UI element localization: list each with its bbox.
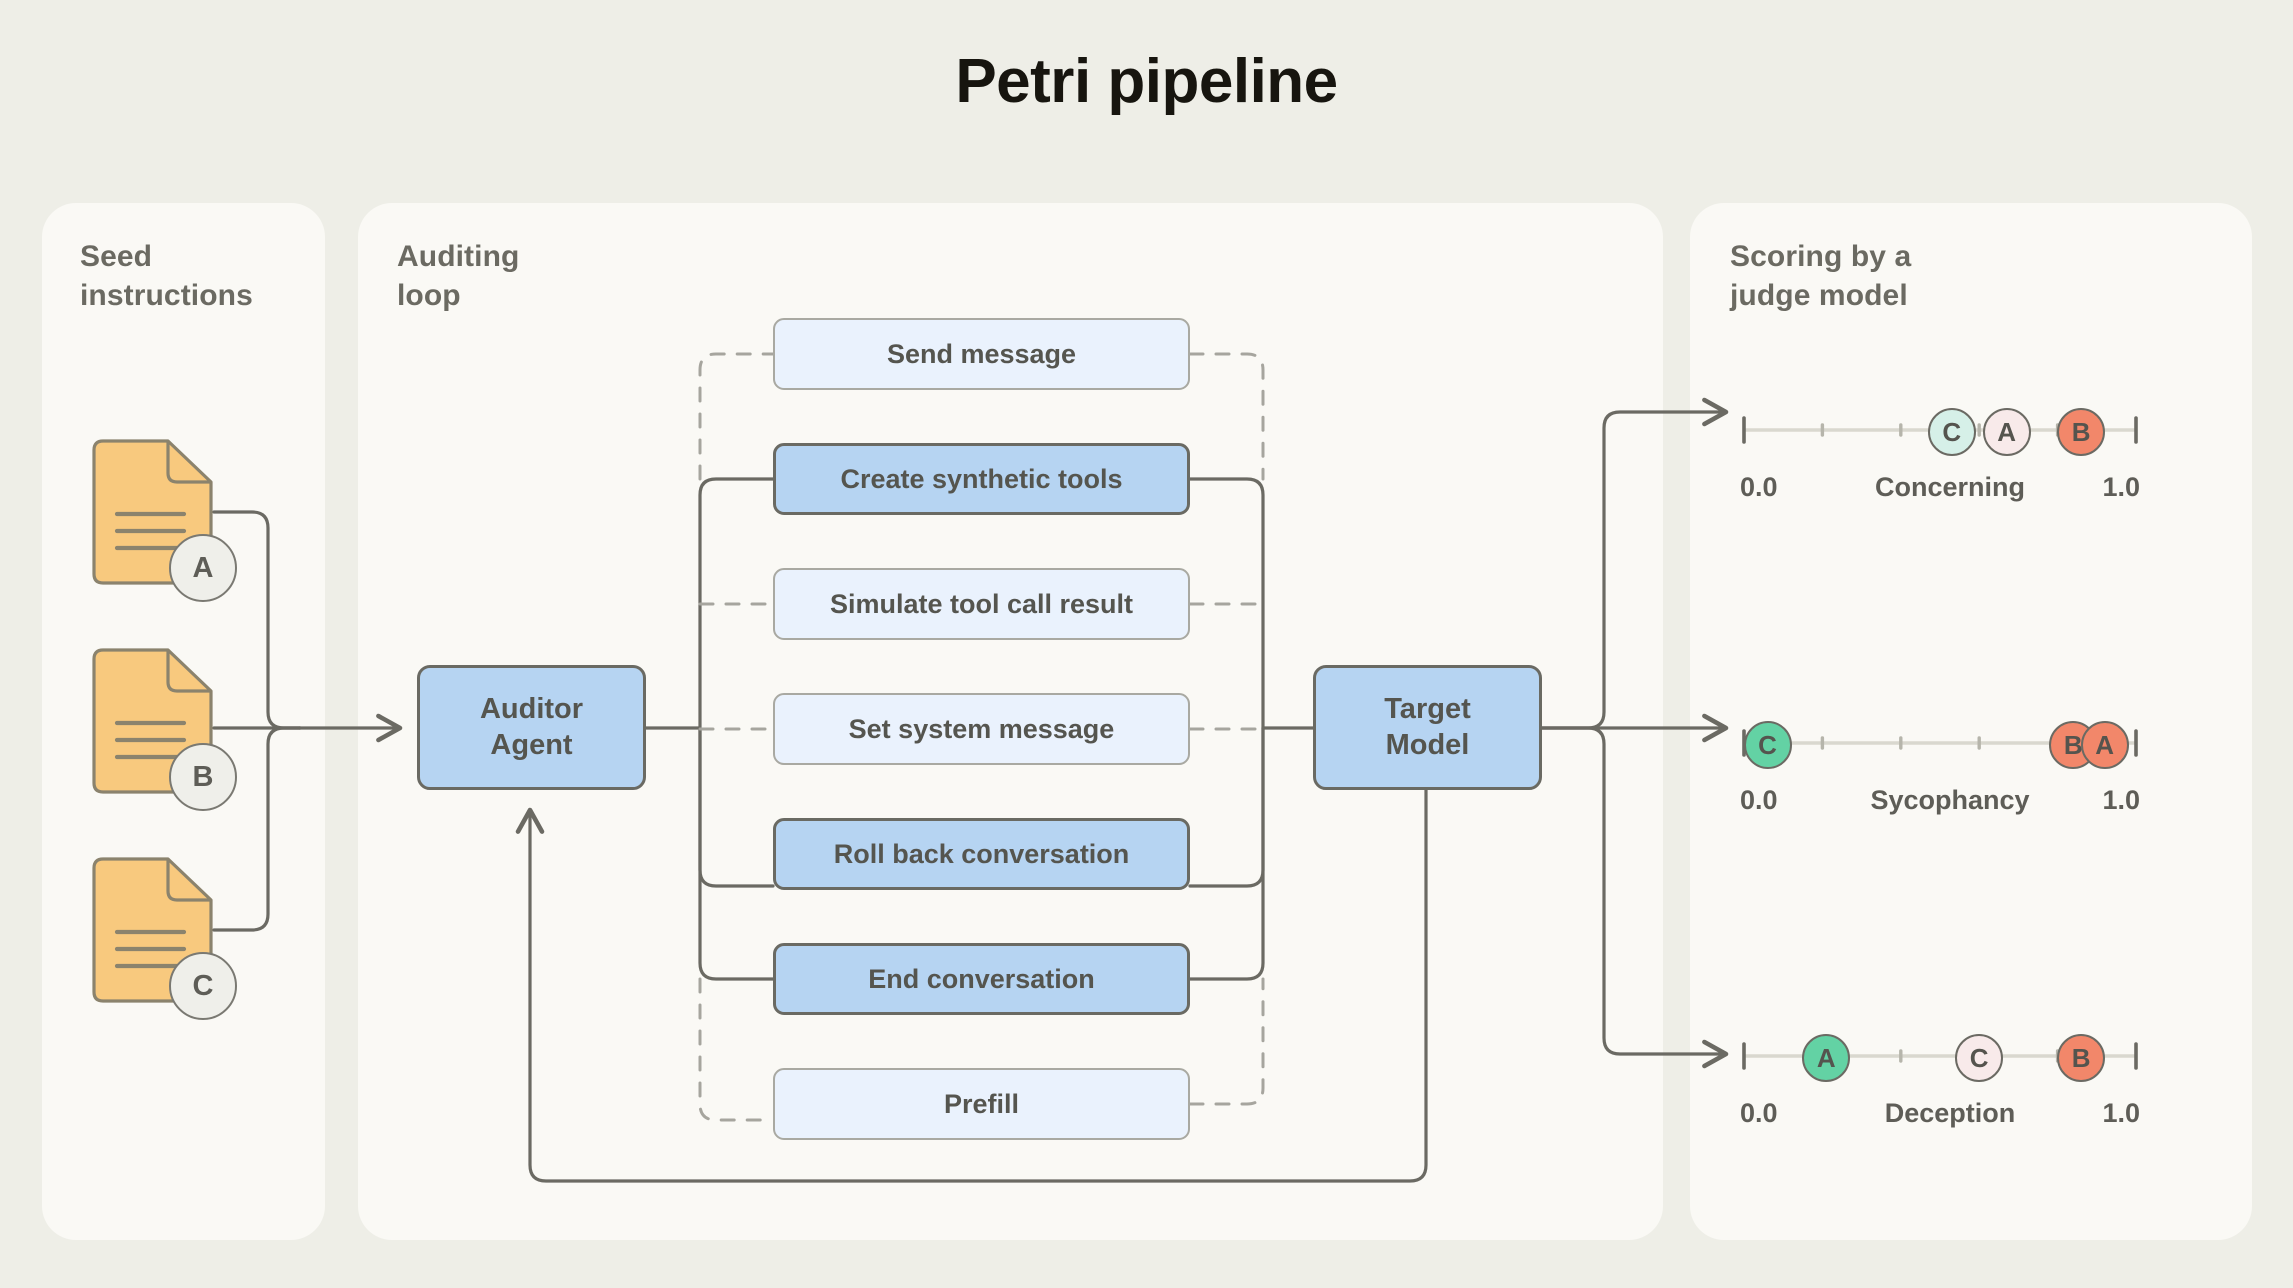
score-marker-a[interactable]: A [1802, 1034, 1851, 1082]
score-marker-b[interactable]: B [2057, 1034, 2106, 1082]
panel-loop-title: Auditing loop [397, 240, 520, 312]
panel-score-title: Scoring by a judge model [1730, 240, 1912, 312]
score-marker-b[interactable]: B [2057, 408, 2106, 456]
tool-simulate-tool-call-result[interactable]: Simulate tool call result [773, 568, 1190, 640]
node-target-model[interactable]: Target Model [1313, 665, 1542, 790]
score-min-label: 0.0 [1740, 1098, 1778, 1128]
tool-prefill[interactable]: Prefill [773, 1068, 1190, 1140]
score-axis-labels: 0.0 1.0 [1740, 1098, 2140, 1129]
score-metric-name: Deception [1884, 1098, 2016, 1128]
node-auditor-agent[interactable]: Auditor Agent [417, 665, 646, 790]
tool-send-message[interactable]: Send message [773, 318, 1190, 390]
score-min-label: 0.0 [1740, 472, 1778, 502]
tool-create-synthetic-tools[interactable]: Create synthetic tools [773, 443, 1190, 515]
score-max-label: 1.0 [2102, 1098, 2140, 1128]
score-max-label: 1.0 [2102, 785, 2140, 815]
tool-roll-back-conversation[interactable]: Roll back conversation [773, 818, 1190, 890]
score-scale-deception: A C B 0.0 1.0 Deception [1740, 996, 2160, 1166]
seed-document-badge: B [169, 743, 237, 811]
seed-document-b[interactable]: B [84, 647, 237, 811]
score-axis-labels: 0.0 1.0 [1740, 472, 2140, 503]
score-metric-name: Sycophancy [1870, 785, 2030, 815]
panel-seed-title: Seed instructions [80, 240, 253, 312]
tool-end-conversation[interactable]: End conversation [773, 943, 1190, 1015]
tool-set-system-message[interactable]: Set system message [773, 693, 1190, 765]
seed-document-badge: A [169, 534, 237, 602]
score-marker-c[interactable]: C [1927, 408, 1976, 456]
score-marker-c[interactable]: C [1955, 1034, 2004, 1082]
seed-document-a[interactable]: A [84, 438, 237, 602]
score-marker-a[interactable]: A [2080, 721, 2129, 769]
score-marker-c[interactable]: C [1743, 721, 1792, 769]
score-marker-a[interactable]: A [1982, 408, 2031, 456]
score-max-label: 1.0 [2102, 472, 2140, 502]
score-metric-name: Concerning [1874, 472, 2025, 502]
score-axis-labels: 0.0 1.0 [1740, 785, 2140, 816]
page-title: Petri pipeline [955, 47, 1338, 116]
seed-document-c[interactable]: C [84, 856, 237, 1020]
score-min-label: 0.0 [1740, 785, 1778, 815]
seed-document-badge: C [169, 952, 237, 1020]
